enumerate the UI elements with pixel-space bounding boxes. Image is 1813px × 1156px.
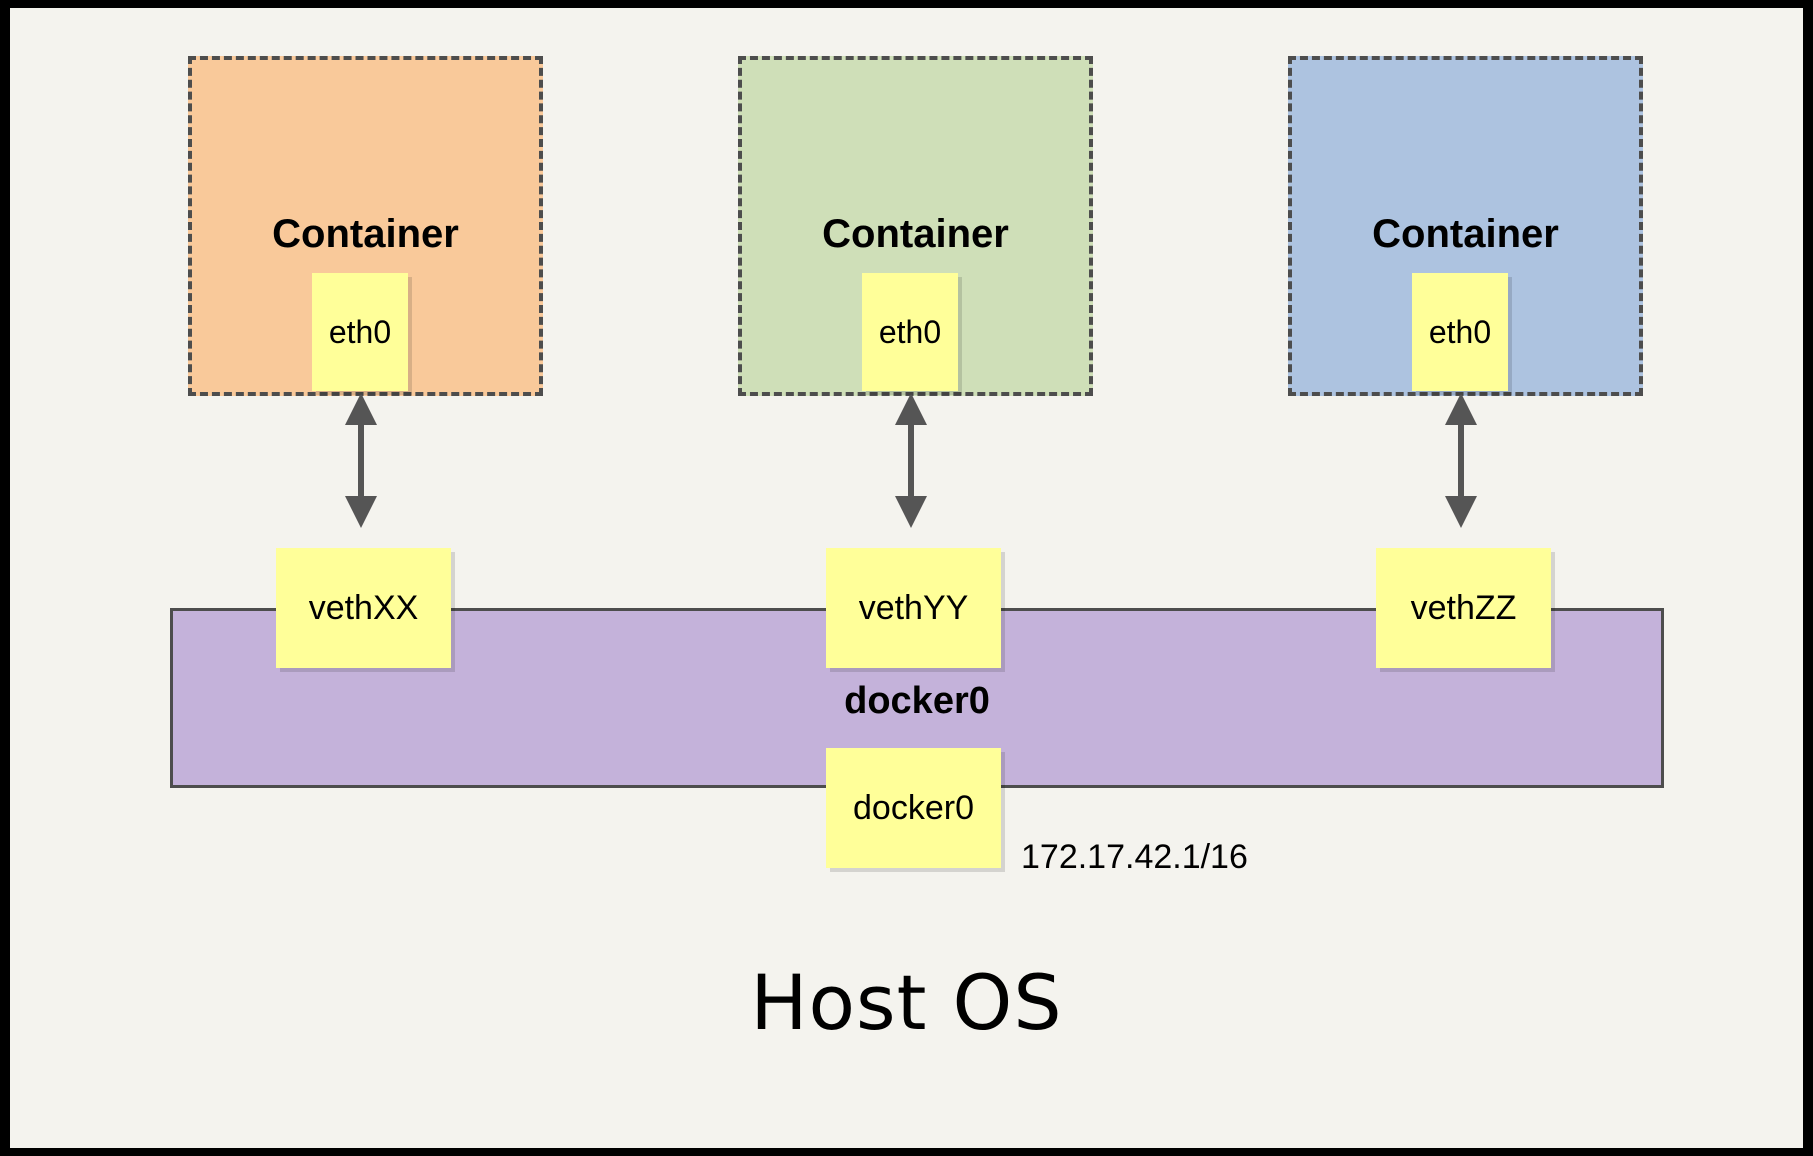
container-title-3: Container — [1372, 212, 1559, 256]
eth0-note-3: eth0 — [1412, 273, 1508, 391]
docker0-interface-note: docker0 — [826, 748, 1001, 868]
veth-link-arrow-3 — [1445, 393, 1477, 528]
eth0-note-1: eth0 — [312, 273, 408, 391]
docker0-bridge-label: docker0 — [844, 680, 990, 722]
host-os-label: Host OS — [750, 958, 1063, 1047]
docker0-ip-address: 172.17.42.1/16 — [1021, 838, 1248, 876]
veth-link-arrow-1 — [345, 393, 377, 528]
container-title-1: Container — [272, 212, 459, 256]
diagram-canvas: Container eth0 vethXX Container eth0 vet… — [10, 8, 1803, 1148]
veth-note-2: vethYY — [826, 548, 1001, 668]
eth0-note-2: eth0 — [862, 273, 958, 391]
container-box-3: Container — [1288, 56, 1643, 396]
veth-link-arrow-2 — [895, 393, 927, 528]
veth-note-3: vethZZ — [1376, 548, 1551, 668]
container-title-2: Container — [822, 212, 1009, 256]
veth-note-1: vethXX — [276, 548, 451, 668]
